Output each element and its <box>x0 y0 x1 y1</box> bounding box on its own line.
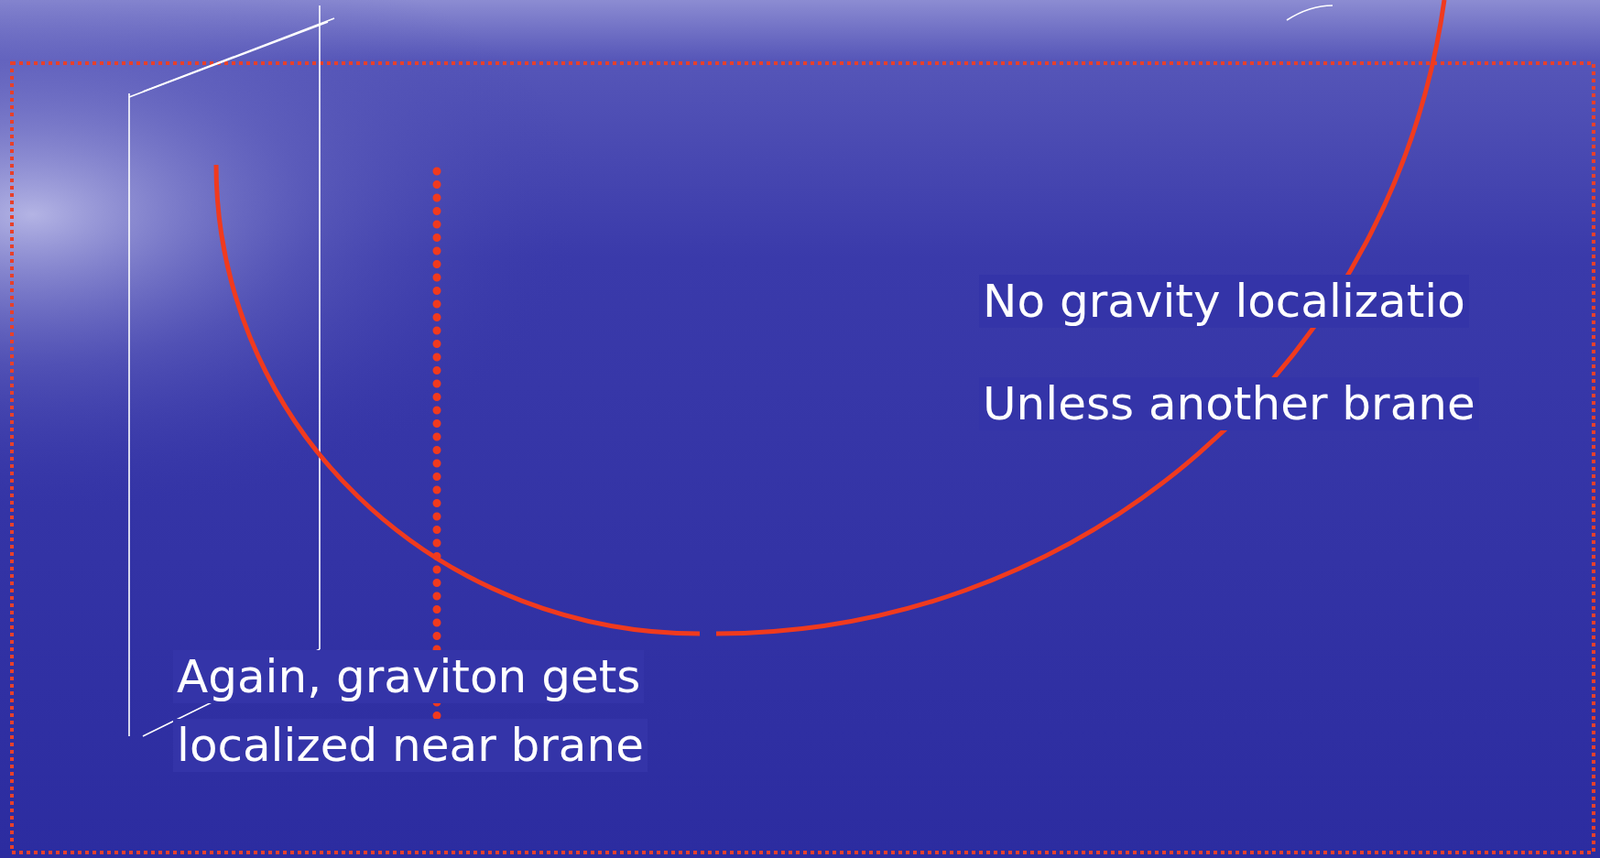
warp-curve <box>216 164 700 634</box>
brane-plane <box>129 5 335 737</box>
dotted-frame <box>11 63 1594 853</box>
label-text: Unless another brane <box>979 377 1480 431</box>
label-text: Again, graviton gets localized near bran… <box>173 650 648 773</box>
note-text: Unless another brane <box>979 370 1593 439</box>
label-text: No gravity localizatio <box>979 274 1470 328</box>
dotted-brane-line <box>433 171 442 725</box>
note-text: No gravity localizatio <box>979 267 1593 337</box>
caption-text: Again, graviton gets localized near bran… <box>173 642 760 781</box>
brane-edge <box>1286 5 1333 21</box>
